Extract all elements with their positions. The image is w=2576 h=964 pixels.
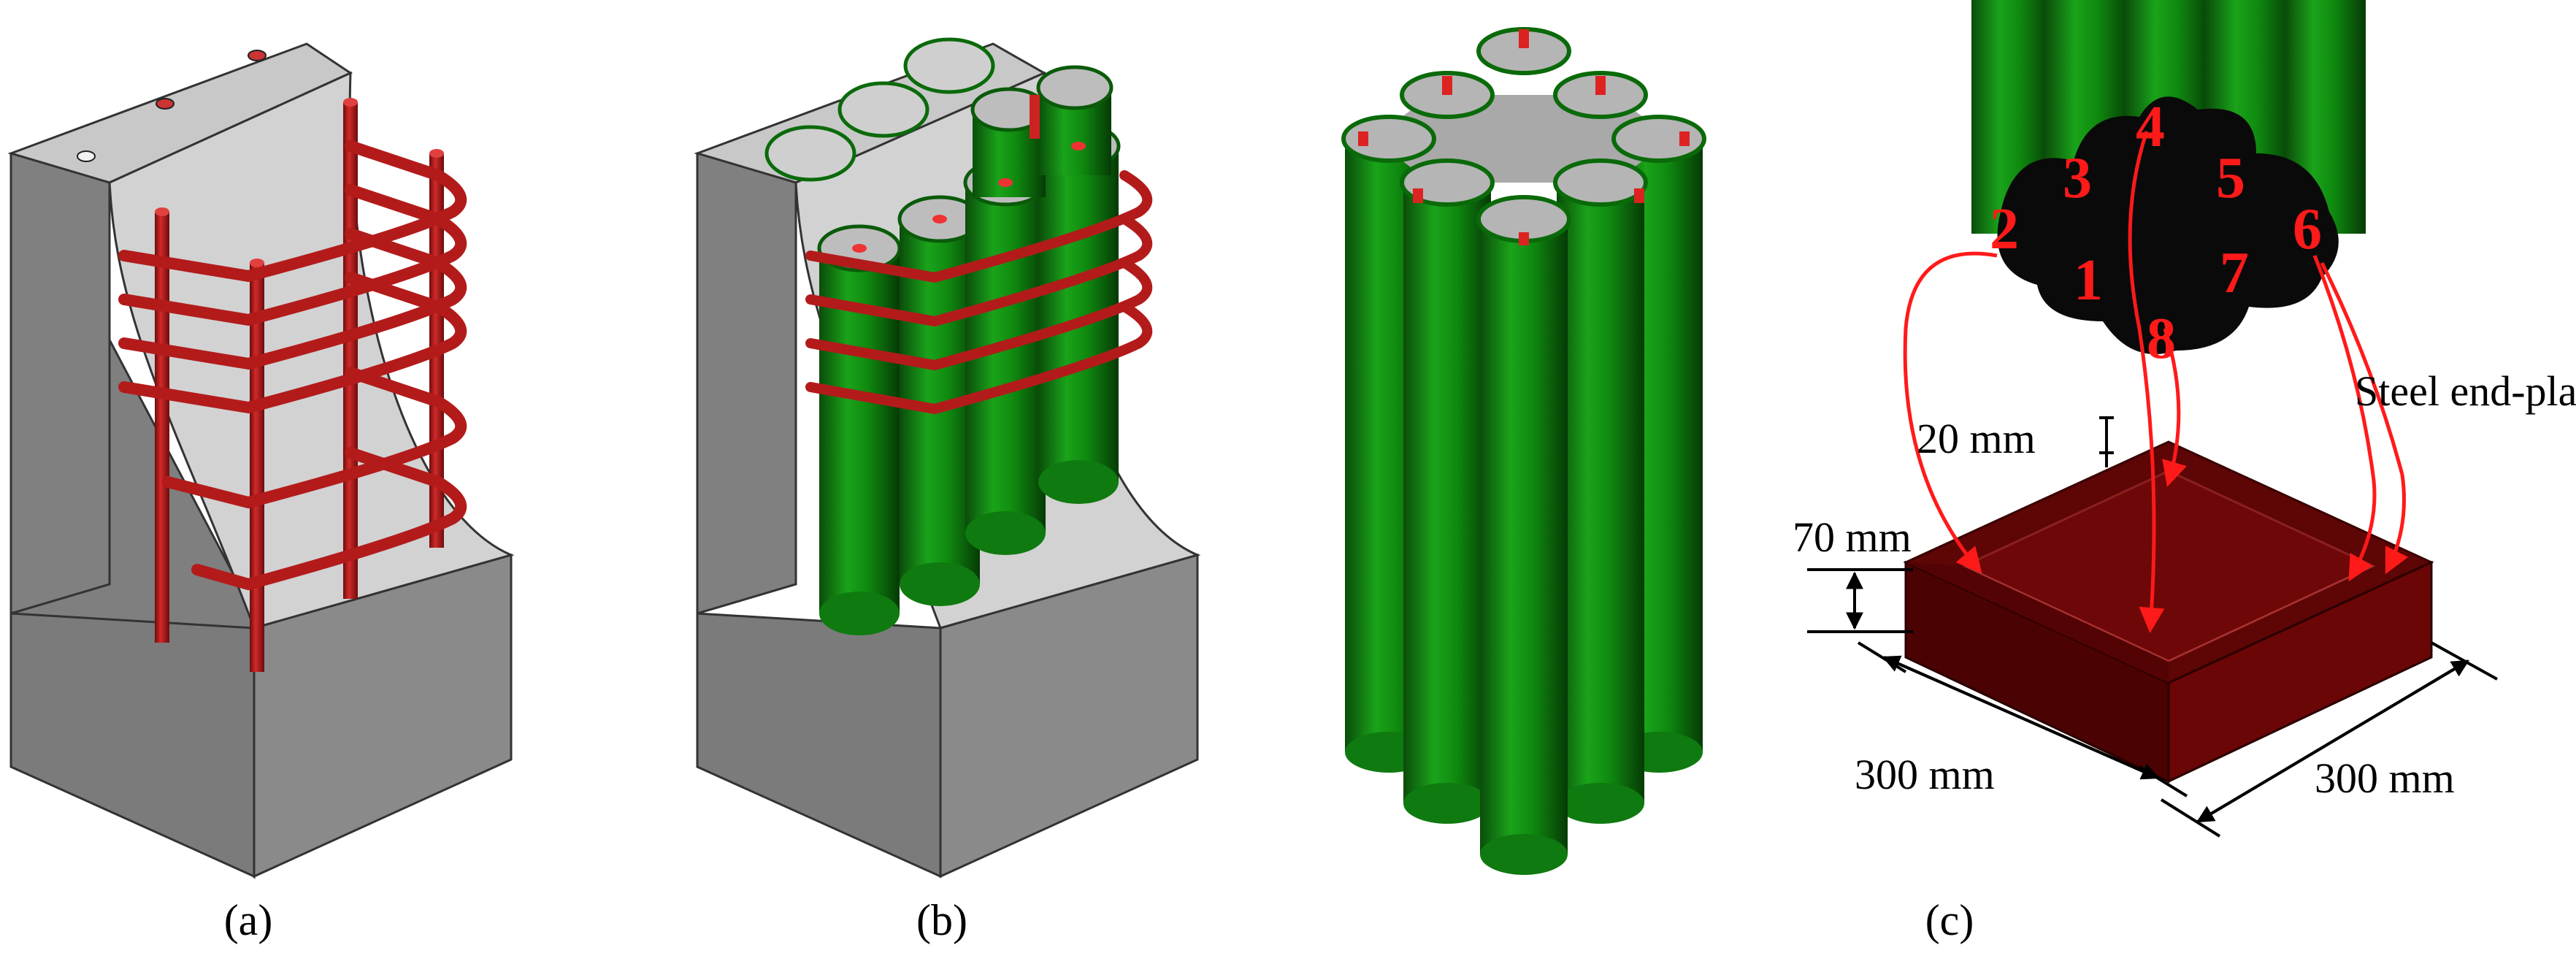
- steel-end-plate: [1903, 440, 2434, 784]
- label-width-right: 300 mm: [2315, 754, 2455, 802]
- tube-cylinder: [1480, 219, 1568, 854]
- label-rim-height: 70 mm: [1793, 513, 1912, 561]
- label-steel-end-plate: Steel end-plate: [2355, 367, 2576, 415]
- caption-a: (a): [224, 896, 273, 944]
- rebar-vertical: [343, 102, 358, 599]
- rebar-stirrups: [118, 140, 467, 591]
- panel-c-tube-section: [1971, 0, 2366, 354]
- caption-c: (c): [1925, 896, 1974, 944]
- connection-arrows: [1903, 131, 2409, 633]
- tube-numbers: 1 2 3 4 5 6 7 8: [1990, 95, 2322, 371]
- tube-number-7: 7: [2220, 241, 2249, 305]
- label-plate-thickness: 20 mm: [1917, 415, 2036, 462]
- label-width-left: 300 mm: [1855, 751, 1995, 798]
- tube-number-1: 1: [2074, 248, 2103, 313]
- dimension-lines: [1807, 416, 2498, 838]
- tube-cylinder: [1557, 175, 1644, 803]
- rebar-vertical: [155, 212, 169, 643]
- tube-number-8: 8: [2147, 307, 2176, 371]
- tube-number-6: 6: [2293, 197, 2322, 261]
- panel-a-rebar-cage: [118, 98, 467, 672]
- tube-bundle: [1341, 27, 1706, 875]
- tube-number-2: 2: [1990, 197, 2019, 261]
- caption-b: (b): [916, 896, 967, 944]
- tube-number-5: 5: [2216, 146, 2245, 210]
- tube-number-3: 3: [2063, 146, 2092, 210]
- tube-cylinder: [1403, 175, 1491, 803]
- panel-b-rebar-stirrups: [805, 170, 1153, 415]
